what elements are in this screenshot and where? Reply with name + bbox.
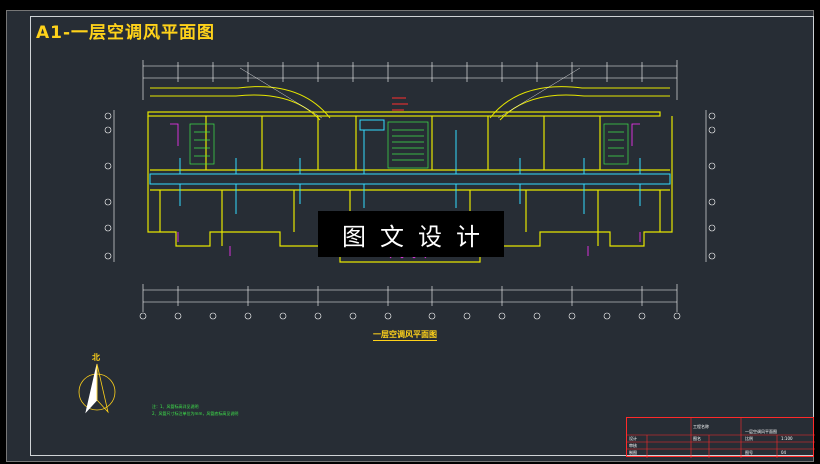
- north-label: 北: [92, 353, 100, 362]
- title-block: 工程名称 图名 一层空调风平面图 比例 1:100 设计 审核 制图 图号 04: [626, 417, 815, 458]
- note-line-2: 2、风管尺寸标注单位为mm，风管底标高见说明: [152, 411, 239, 416]
- tb-drawing-name: 一层空调风平面图: [745, 429, 777, 434]
- tb-scale-label: 比例: [745, 436, 753, 441]
- north-arrow-icon: [78, 363, 116, 414]
- tb-sheet-no: 04: [781, 450, 787, 455]
- curved-wing-walls: [150, 86, 670, 121]
- tb-designer: 设计: [629, 436, 637, 441]
- air-ducts: [149, 119, 671, 214]
- watermark-label: 图文设计: [318, 211, 504, 257]
- exhaust-fittings: [392, 97, 408, 111]
- bottom-dimension-lines: [142, 284, 678, 312]
- note-line-1: 注：1、风管标高详见说明: [152, 404, 199, 409]
- title-block-grid: [627, 418, 815, 458]
- sheet-title: A1-一层空调风平面图: [36, 23, 216, 43]
- tb-drawing-label: 图名: [693, 436, 701, 441]
- tb-checker: 审核: [629, 443, 637, 448]
- stair-blocks: [189, 121, 629, 169]
- tb-drafter: 制图: [629, 450, 637, 455]
- top-dimension-ticks: [177, 62, 643, 82]
- sheet-frame: [30, 16, 814, 456]
- wing-gridlines: [239, 67, 581, 119]
- watermark-text: 图文设计: [342, 222, 494, 251]
- bottom-axis-bubbles: [139, 312, 681, 320]
- axis-bubbles: [104, 110, 716, 262]
- design-notes: 注：1、风管标高详见说明 2、风管尺寸标注单位为mm，风管底标高见说明: [152, 404, 238, 418]
- tb-scale: 1:100: [781, 436, 793, 441]
- tb-project-label: 工程名称: [693, 424, 709, 429]
- top-dimension-lines: [142, 60, 678, 100]
- plan-caption: 一层空调风平面图: [373, 330, 437, 341]
- tb-sheet-no-label: 图号: [745, 450, 753, 455]
